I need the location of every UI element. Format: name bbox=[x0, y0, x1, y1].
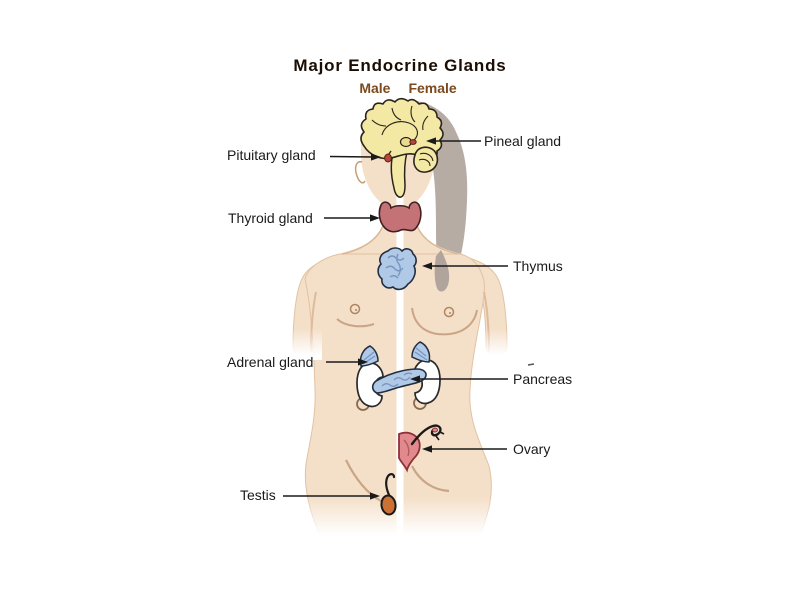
uterus-ovary-shape bbox=[398, 424, 445, 473]
thymus-texture bbox=[385, 253, 405, 279]
ear-line bbox=[354, 160, 366, 184]
thyroid-gland-shape bbox=[378, 201, 422, 233]
thymus-shape bbox=[377, 247, 417, 291]
pancreas-texture bbox=[381, 372, 413, 387]
label-testis: Testis bbox=[240, 487, 276, 503]
pineal-gland-shape bbox=[409, 139, 417, 145]
sex-legend: Male Female bbox=[333, 80, 483, 96]
spermatic-cord bbox=[385, 473, 396, 499]
label-pituitary-gland: Pituitary gland bbox=[227, 147, 316, 163]
midline-divider bbox=[396, 164, 404, 536]
brain-illustration bbox=[360, 97, 444, 198]
pancreas-shape bbox=[371, 368, 427, 394]
left-arrowhead-icon bbox=[410, 375, 420, 383]
male-nipple bbox=[349, 303, 361, 315]
diagram-title: Major Endocrine Glands bbox=[293, 56, 507, 75]
right-arrowhead-icon bbox=[358, 358, 368, 366]
pineal-leader-arrow bbox=[426, 137, 481, 145]
leader-lines bbox=[283, 137, 508, 500]
label-ovary: Ovary bbox=[513, 441, 551, 457]
left-arrowhead-icon bbox=[422, 262, 432, 270]
left-arrowhead-icon bbox=[426, 137, 436, 145]
thyroid-leader-arrow bbox=[324, 214, 380, 222]
female-breast-line bbox=[411, 307, 478, 336]
stray-mark bbox=[527, 363, 535, 366]
label-pineal-gland: Pineal gland bbox=[484, 133, 562, 149]
label-adrenal-gland: Adrenal gland bbox=[227, 354, 314, 370]
female-nipple-dot bbox=[449, 312, 451, 314]
female-groin-line bbox=[411, 465, 450, 493]
male-nipple-dot bbox=[355, 309, 357, 311]
right-arrowhead-icon bbox=[370, 214, 380, 222]
label-pancreas: Pancreas bbox=[513, 371, 573, 387]
right-arrowhead-icon bbox=[370, 492, 380, 500]
hair-strand bbox=[434, 250, 450, 292]
pituitary-gland-shape bbox=[384, 153, 392, 163]
testis-leader-arrow bbox=[283, 492, 380, 500]
male-pec-line bbox=[336, 318, 375, 328]
fimbriae-lines bbox=[435, 431, 445, 441]
thymus-leader-arrow bbox=[422, 262, 508, 270]
uterus-detail-line bbox=[403, 439, 410, 457]
label-thymus: Thymus bbox=[513, 258, 563, 274]
adrenal-leader-arrow bbox=[326, 358, 368, 366]
brain-fissure-lines bbox=[371, 105, 434, 167]
testis-shape bbox=[380, 473, 397, 516]
ovary-leader-arrow bbox=[422, 445, 507, 453]
legend-male: Male bbox=[359, 80, 391, 96]
brainstem bbox=[390, 149, 408, 198]
left-arrowhead-icon bbox=[422, 445, 432, 453]
female-nipple bbox=[443, 306, 455, 318]
right-arm-fade bbox=[478, 328, 516, 360]
testis-oval bbox=[380, 494, 397, 516]
fallopian-tube bbox=[410, 424, 442, 446]
right-arrowhead-icon bbox=[371, 153, 381, 161]
label-thyroid-gland: Thyroid gland bbox=[228, 210, 313, 226]
left-trapezius-line bbox=[341, 225, 384, 255]
right-trapezius-line bbox=[416, 225, 459, 255]
pancreas-leader-arrow bbox=[410, 375, 508, 383]
pituitary-stalk bbox=[388, 150, 392, 155]
ovary-shape bbox=[432, 427, 438, 433]
left-arm-fade bbox=[284, 328, 322, 360]
legend-female: Female bbox=[408, 80, 457, 96]
pituitary-leader-arrow bbox=[329, 153, 381, 161]
